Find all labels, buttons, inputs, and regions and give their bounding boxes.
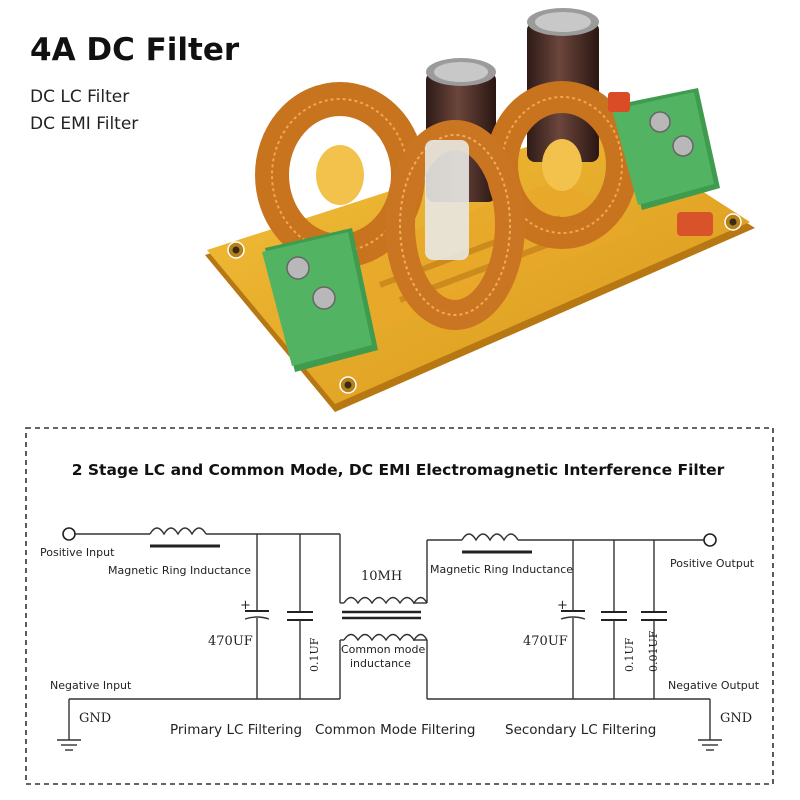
common-mode-choke-icon xyxy=(385,120,525,330)
product-photo xyxy=(205,8,755,412)
common-mode-inductor-icon xyxy=(340,596,428,642)
page-title: 4A DC Filter xyxy=(30,32,240,68)
positive-output-label: Positive Output xyxy=(670,557,755,570)
capacitor-left-0-1uf xyxy=(287,534,313,699)
cap-right-plus-sign: + xyxy=(557,598,568,613)
capacitor-right-0-01uf xyxy=(641,540,667,699)
cm-label-line2: inductance xyxy=(350,657,411,670)
ground-right-icon xyxy=(698,739,722,751)
negative-rail xyxy=(68,640,711,740)
subtitle-lc-filter: DC LC Filter xyxy=(30,87,130,107)
cap-right-0-01uf-label: 0.01UF xyxy=(647,630,660,672)
cm-value-label: 10MH xyxy=(361,569,402,584)
negative-input-label: Negative Input xyxy=(50,679,132,692)
negative-output-label: Negative Output xyxy=(668,679,760,692)
inductor-right-icon xyxy=(461,533,519,542)
section-primary-label: Primary LC Filtering xyxy=(170,722,302,738)
schematic-title: 2 Stage LC and Common Mode, DC EMI Elect… xyxy=(72,461,725,479)
cap-right-470uf-label: 470UF xyxy=(523,634,568,649)
capacitor-left-470uf xyxy=(244,534,270,699)
inductor-left-icon xyxy=(149,527,207,536)
capacitor-right-470uf xyxy=(560,540,586,699)
ground-left-icon xyxy=(57,739,81,751)
section-common-mode-label: Common Mode Filtering xyxy=(315,722,475,738)
terminal-block-icon xyxy=(262,88,720,372)
cap-left-plus-sign: + xyxy=(240,598,251,613)
gnd-left-label: GND xyxy=(79,711,111,726)
subtitle-emi-filter: DC EMI Filter xyxy=(30,114,139,134)
positive-input-label: Positive Input xyxy=(40,546,115,559)
gnd-right-label: GND xyxy=(720,711,752,726)
ceramic-capacitor-icon xyxy=(608,92,713,236)
schematic-border xyxy=(25,427,774,785)
cap-left-470uf-label: 470UF xyxy=(208,634,253,649)
positive-input-terminal xyxy=(62,527,76,541)
mounting-hole-icon xyxy=(227,213,742,394)
cap-right-0-1uf-label: 0.1UF xyxy=(623,637,636,672)
positive-output-terminal xyxy=(703,533,717,547)
inductor-right-label: Magnetic Ring Inductance xyxy=(430,563,573,576)
capacitor-right-0-1uf xyxy=(601,540,627,699)
cap-left-0-1uf-label: 0.1UF xyxy=(308,637,321,672)
cm-label-line1: Common mode xyxy=(341,643,425,656)
positive-rail xyxy=(62,527,717,603)
section-secondary-label: Secondary LC Filtering xyxy=(505,722,656,738)
inductor-left-label: Magnetic Ring Inductance xyxy=(108,564,251,577)
